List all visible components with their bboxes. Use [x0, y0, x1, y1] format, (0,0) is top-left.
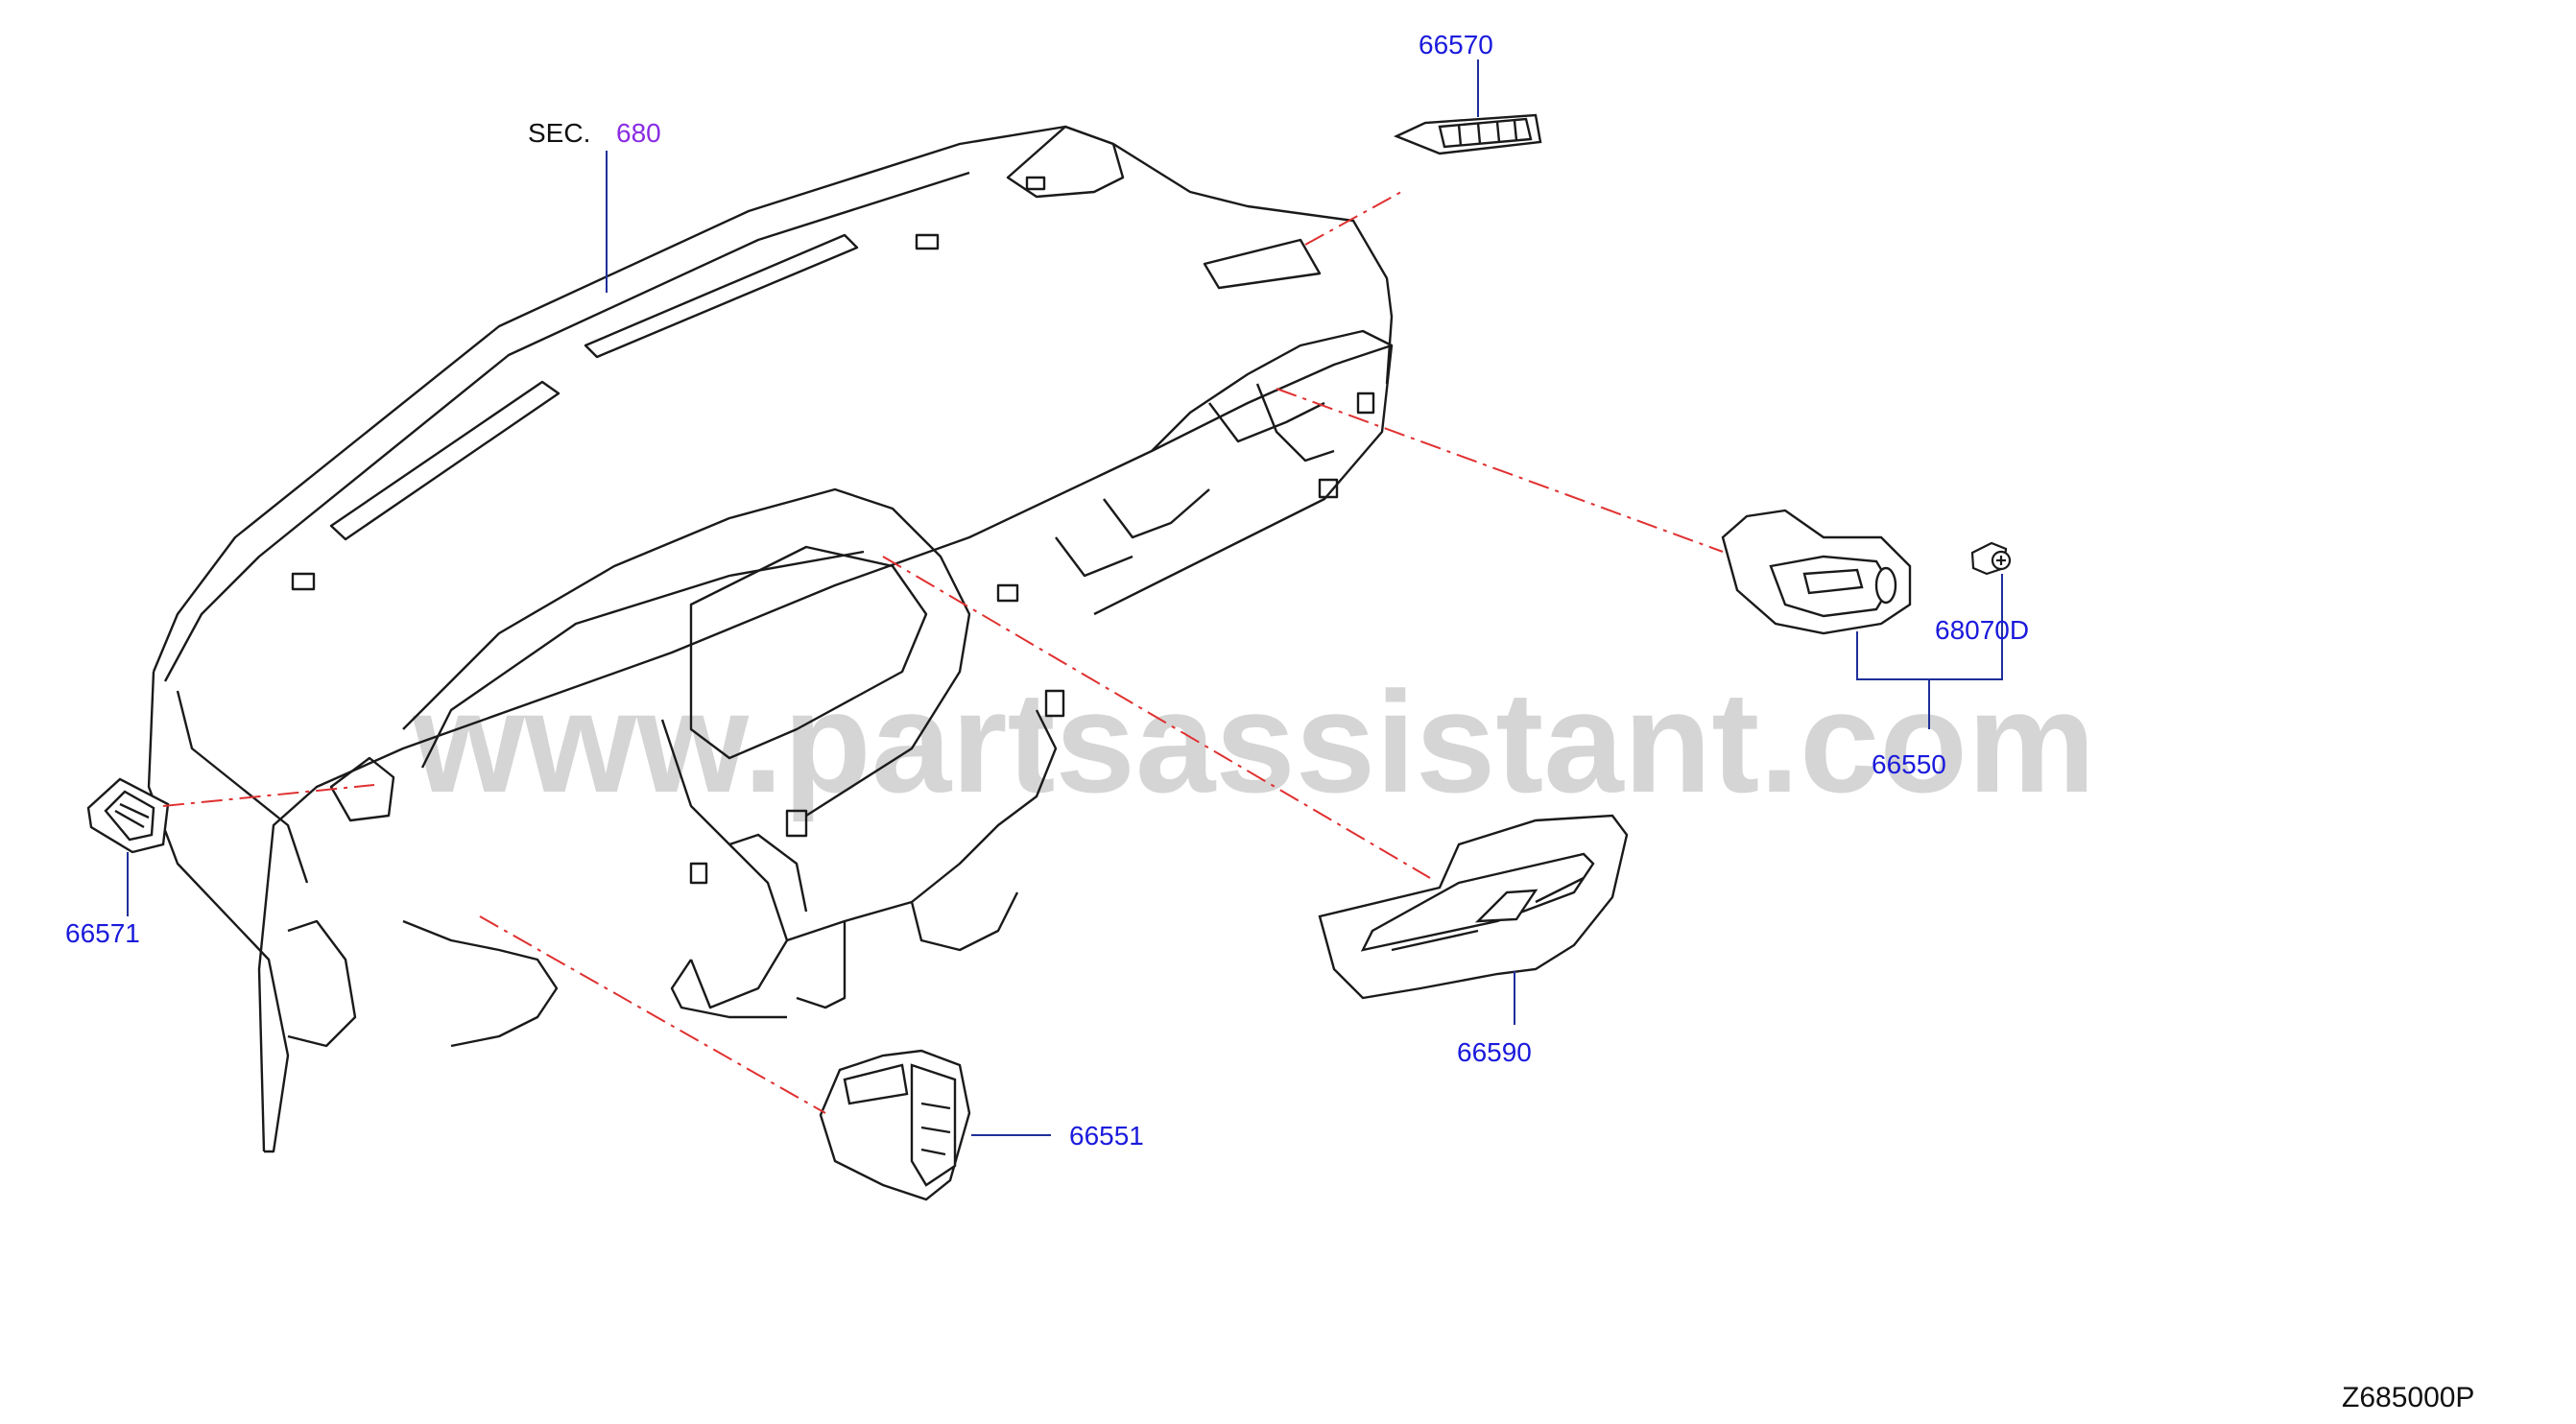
- part-label-68070D[interactable]: 68070D: [1935, 615, 2029, 645]
- vent-66570: [1393, 113, 1542, 155]
- leader-lines: [127, 59, 2003, 1136]
- section-ref-number[interactable]: 680: [616, 118, 661, 148]
- vent-66551: [819, 1049, 971, 1201]
- part-label-66550[interactable]: 66550: [1872, 749, 1946, 779]
- instrument-panel: [147, 125, 1394, 1153]
- vent-66590: [1318, 814, 1629, 1000]
- drawing-number: Z685000P: [2342, 1382, 2474, 1413]
- part-label-66551[interactable]: 66551: [1069, 1121, 1144, 1151]
- clip-68070D: [1970, 541, 2012, 576]
- install-lines: [162, 191, 1724, 1114]
- section-ref-prefix: SEC.: [528, 118, 590, 148]
- part-label-66571[interactable]: 66571: [65, 918, 140, 948]
- vent-66550: [1721, 509, 1912, 635]
- watermark: www.partsassistant.com: [412, 661, 2095, 822]
- vent-66571: [86, 777, 170, 854]
- part-label-66570[interactable]: 66570: [1419, 30, 1493, 59]
- part-label-66590[interactable]: 66590: [1457, 1037, 1532, 1067]
